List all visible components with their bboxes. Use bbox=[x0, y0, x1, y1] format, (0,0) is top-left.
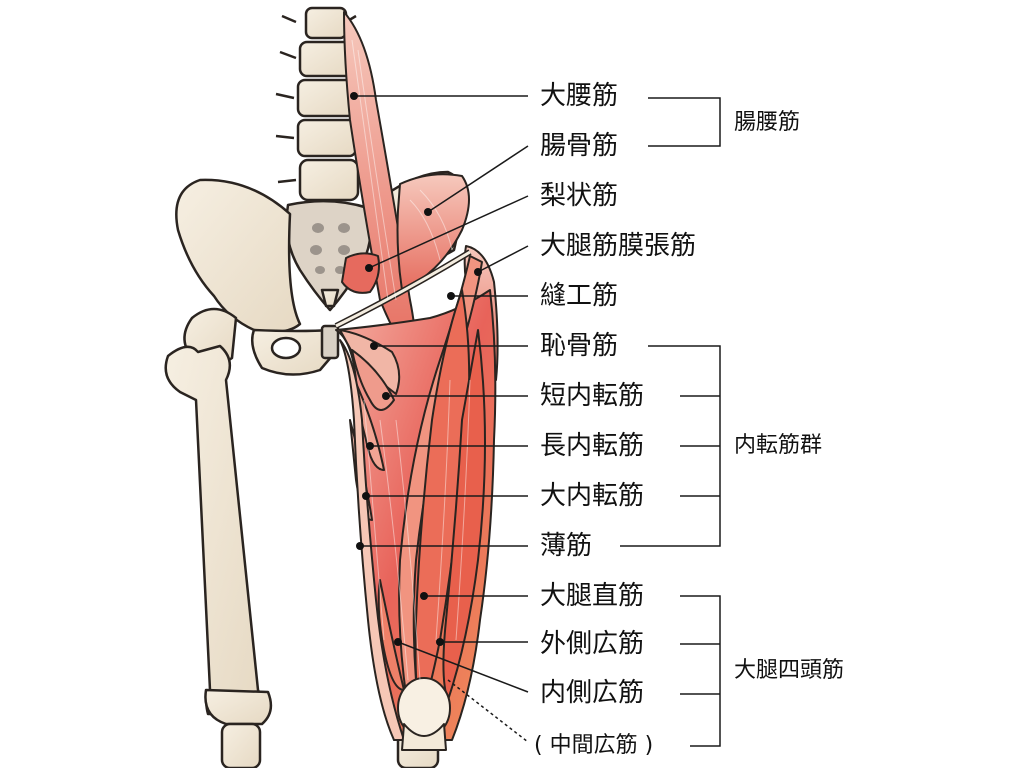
label-sartorius: 縫工筋 bbox=[540, 281, 619, 311]
leader-dots bbox=[350, 92, 482, 646]
group-label-iliopsoas: 腸腰筋 bbox=[734, 110, 801, 135]
piriformis bbox=[341, 252, 380, 294]
group-label-quadriceps: 大腿四頭筋 bbox=[734, 658, 845, 683]
label-adductor-magnus: 大内転筋 bbox=[540, 481, 645, 511]
left-knee bbox=[204, 688, 273, 726]
vastus-medialis bbox=[377, 579, 405, 691]
gracilis bbox=[339, 339, 405, 741]
label-adductor-brevis: 短内転筋 bbox=[540, 381, 645, 411]
label-vastus-intermedius: ( 中間広筋 ) bbox=[534, 733, 654, 758]
label-tensor-fasciae-latae: 大腿筋膜張筋 bbox=[540, 231, 697, 261]
label-piriformis: 梨状筋 bbox=[540, 181, 619, 211]
label-pectineus: 恥骨筋 bbox=[540, 331, 619, 361]
label-psoas-major: 大腰筋 bbox=[540, 81, 619, 111]
label-vastus-medialis: 内側広筋 bbox=[540, 678, 645, 708]
label-gracilis: 薄筋 bbox=[540, 531, 593, 561]
patellar-tendon bbox=[401, 723, 447, 751]
leader-lines bbox=[354, 95, 529, 743]
skeleton bbox=[164, 6, 466, 768]
label-rectus-femoris: 大腿直筋 bbox=[540, 581, 645, 611]
label-vastus-lateralis: 外側広筋 bbox=[540, 629, 645, 659]
group-label-adductors: 内転筋群 bbox=[734, 433, 823, 458]
label-adductor-longus: 長内転筋 bbox=[540, 431, 645, 461]
group-brackets bbox=[620, 97, 721, 747]
left-femur bbox=[164, 344, 263, 716]
label-iliacus: 腸骨筋 bbox=[540, 131, 619, 161]
muscles bbox=[334, 11, 499, 751]
iliacus bbox=[396, 173, 470, 291]
left-ilium bbox=[175, 178, 302, 334]
